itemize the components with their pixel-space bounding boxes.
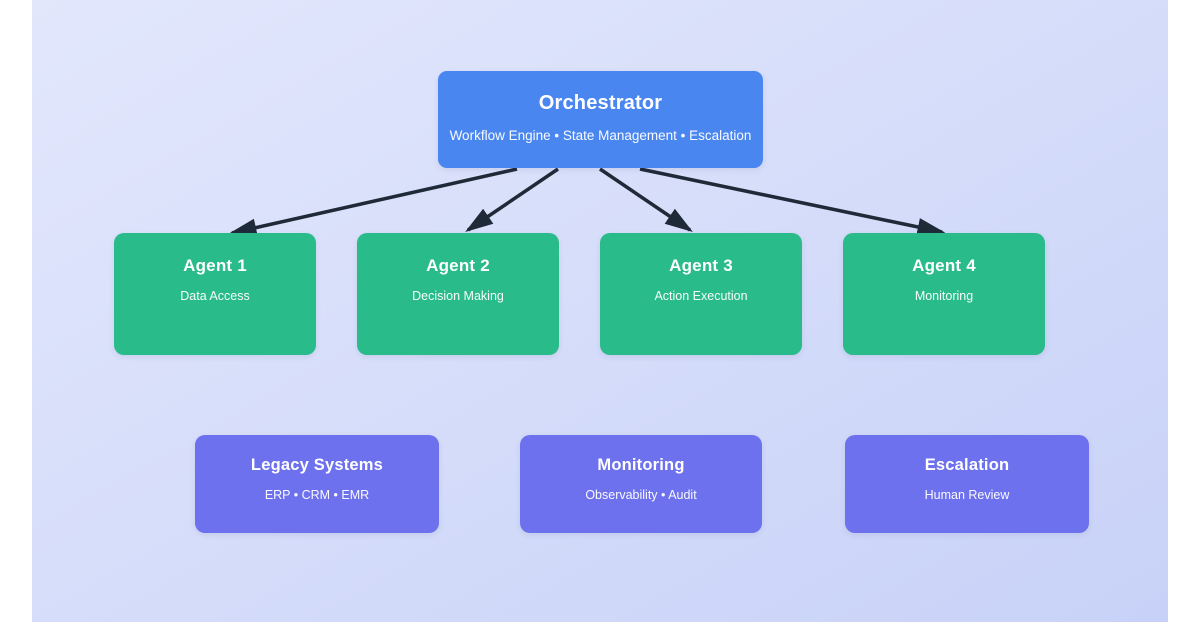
agent-4-title: Agent 4 [912, 256, 976, 275]
monitoring-node: Monitoring Observability • Audit [520, 435, 762, 533]
legacy-systems-title: Legacy Systems [250, 456, 384, 474]
escalation-node: Escalation Human Review [845, 435, 1089, 533]
escalation-title: Escalation [924, 456, 1010, 474]
agent-3-subtitle: Action Execution [654, 289, 748, 303]
agent-1-node: Agent 1 Data Access [114, 233, 316, 355]
agent-4-subtitle: Monitoring [914, 289, 974, 303]
monitoring-title: Monitoring [597, 456, 685, 474]
agent-2-subtitle: Decision Making [412, 289, 504, 303]
orchestrator-node: Orchestrator Workflow Engine • State Man… [438, 71, 763, 168]
orchestrator-subtitle: Workflow Engine • State Management • Esc… [449, 128, 752, 143]
agent-2-node: Agent 2 Decision Making [357, 233, 559, 355]
agent-1-subtitle: Data Access [180, 289, 250, 303]
legacy-systems-node: Legacy Systems ERP • CRM • EMR [195, 435, 439, 533]
agent-1-title: Agent 1 [183, 256, 247, 275]
orchestrator-title: Orchestrator [538, 92, 663, 114]
agent-4-node: Agent 4 Monitoring [843, 233, 1045, 355]
agent-3-node: Agent 3 Action Execution [600, 233, 802, 355]
legacy-systems-subtitle: ERP • CRM • EMR [264, 488, 370, 502]
monitoring-subtitle: Observability • Audit [585, 488, 697, 502]
escalation-subtitle: Human Review [924, 488, 1010, 502]
agent-2-title: Agent 2 [426, 256, 490, 275]
agent-3-title: Agent 3 [669, 256, 733, 275]
